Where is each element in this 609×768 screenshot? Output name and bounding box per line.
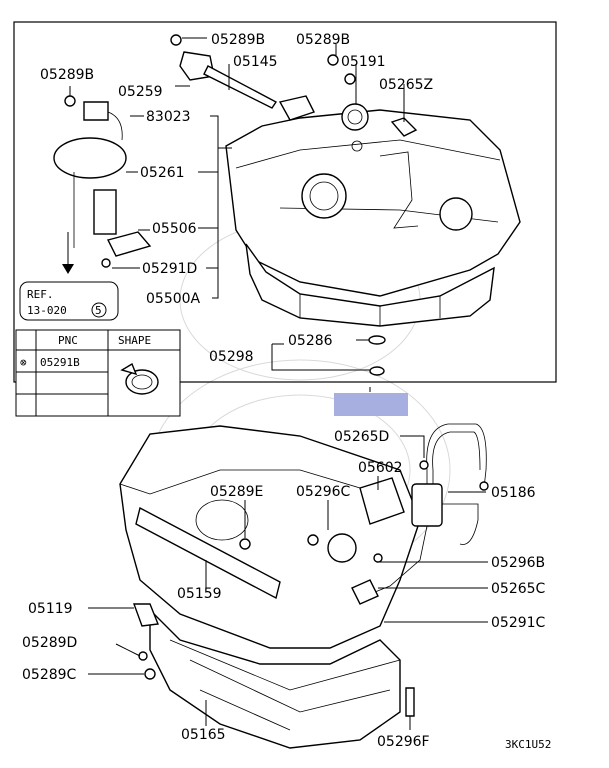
- table-row-pnc: 05291B: [40, 356, 80, 369]
- label-05261[interactable]: 05261: [140, 165, 185, 181]
- diagram-code: 3KC1U52: [505, 738, 551, 751]
- upper-detail-frame: [13, 21, 557, 383]
- label-83023[interactable]: 83023: [146, 109, 191, 125]
- label-05500A[interactable]: 05500A: [146, 291, 201, 307]
- label-05265Z[interactable]: 05265Z: [379, 77, 433, 93]
- label-05289B-top[interactable]: 05289B: [211, 32, 265, 48]
- label-05145[interactable]: 05145: [233, 54, 278, 70]
- table-header-pnc: PNC: [58, 334, 78, 347]
- upper-fuel-tank: [225, 95, 521, 327]
- label-05289E[interactable]: 05289E: [210, 484, 263, 500]
- label-05506[interactable]: 05506: [152, 221, 197, 237]
- label-05165[interactable]: 05165: [181, 727, 226, 743]
- fuel-pump-assembly: [53, 95, 152, 274]
- ref-circled-number: 5: [95, 304, 102, 317]
- fuel-filter-assembly: [133, 423, 489, 717]
- label-05265C[interactable]: 05265C: [491, 581, 546, 597]
- label-05259[interactable]: 05259: [118, 84, 163, 100]
- label-05291C[interactable]: 05291C: [491, 615, 546, 631]
- grommets: [271, 335, 386, 376]
- label-05286[interactable]: 05286: [288, 333, 333, 349]
- table-row-marker: ⊗: [20, 356, 27, 369]
- label-05191[interactable]: 05191: [341, 54, 386, 70]
- label-05289D[interactable]: 05289D: [22, 635, 77, 651]
- hose-clamp-icon: [120, 362, 159, 395]
- table-header-shape: SHAPE: [118, 334, 151, 347]
- label-05602[interactable]: 05602: [358, 460, 403, 476]
- label-05291D[interactable]: 05291D: [142, 261, 197, 277]
- label-05289B-right[interactable]: 05289B: [296, 32, 350, 48]
- ref-label: REF.: [27, 288, 54, 301]
- lower-fuel-tank: [119, 425, 421, 749]
- ref-box: REF. 13-020 5: [19, 281, 119, 321]
- upper-leaders: [69, 37, 405, 299]
- shape-table: PNC SHAPE ⊗ 05291B: [15, 329, 181, 417]
- ref-number: 13-020: [27, 304, 67, 317]
- gauge-unit: [170, 34, 356, 109]
- lower-leaders: [88, 387, 488, 730]
- label-05296C[interactable]: 05296C: [296, 484, 351, 500]
- label-05296F[interactable]: 05296F: [377, 734, 430, 750]
- highlight-bar: [334, 393, 408, 416]
- label-05265D[interactable]: 05265D: [334, 429, 389, 445]
- label-05159[interactable]: 05159: [177, 586, 222, 602]
- label-05186[interactable]: 05186: [491, 485, 536, 501]
- label-05296B[interactable]: 05296B: [491, 555, 545, 571]
- label-05289C[interactable]: 05289C: [22, 667, 77, 683]
- label-05298[interactable]: 05298: [209, 349, 254, 365]
- label-05289B-left[interactable]: 05289B: [40, 67, 94, 83]
- label-05119[interactable]: 05119: [28, 601, 73, 617]
- ref-arrow-icon: [62, 264, 74, 274]
